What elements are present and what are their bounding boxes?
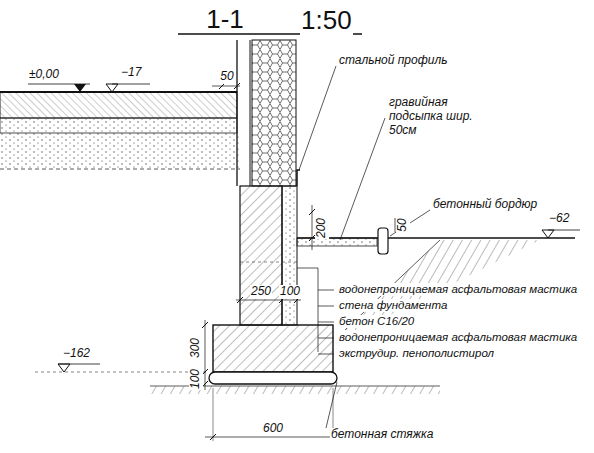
dimension-label: 50 [396,217,410,232]
callout-note: водонепроницаемая асфальтовая мастика [338,331,578,344]
dimension-label: 100 [189,368,203,390]
level-mark: ±0,00 [28,68,60,82]
dimension-label: 100 [279,285,301,299]
callout-note: водонепроницаемая асфальтовая мастика [338,283,578,296]
callout-note: стальной профиль [338,54,449,68]
dimension-label: 50 [219,70,234,84]
callout-note: бетонная стяжка [330,428,434,442]
callout-note: стена фундамента [338,299,448,312]
dimension-label: 250 [250,285,272,299]
dimension-label: 200 [315,217,329,239]
callout-note: бетон C16/20 [338,315,415,328]
scale-label: 1:50 [300,6,353,36]
dimension-label: 600 [262,422,284,436]
level-mark: −162 [62,347,91,361]
callout-note: бетонный бордюр [432,198,538,212]
level-mark: −17 [120,66,142,80]
section-title: 1-1 [206,6,244,32]
callout-note: экструдир. пенополистирол [338,347,495,360]
callout-note: гравийная подсыпка шир. 50см [388,96,502,137]
dimension-label: 300 [189,337,203,359]
level-mark: −62 [548,212,570,226]
